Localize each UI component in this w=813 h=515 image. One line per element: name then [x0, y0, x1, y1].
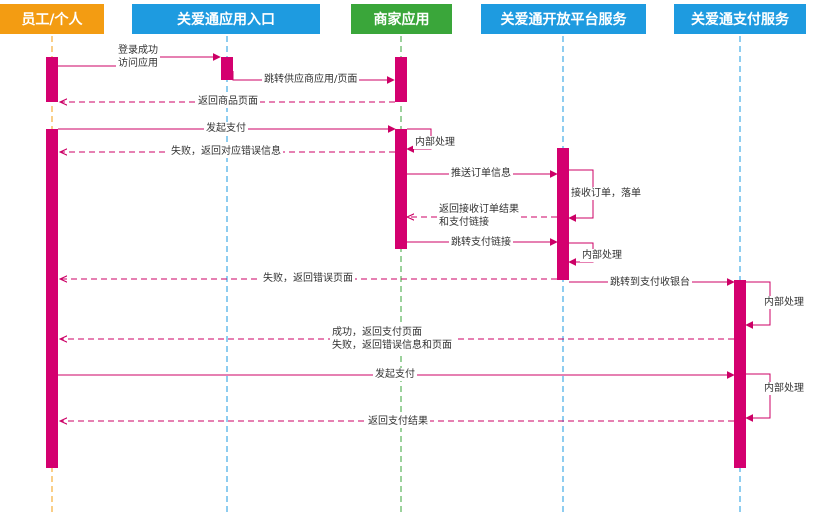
- message-label-redirect-supplier: 跳转供应商应用/页面: [262, 73, 360, 86]
- message-label-success-return-pay-page: 成功，返回支付页面 失败，返回错误信息和页面: [330, 326, 454, 352]
- participant-open-platform-header: 关爱通开放平台服务: [481, 4, 646, 34]
- participant-app-entry-header: 关爱通应用入口: [132, 4, 320, 34]
- message-label-internal-processing-platform: 内部处理: [580, 249, 624, 262]
- message-label-initiate-payment-2: 发起支付: [373, 368, 417, 381]
- message-label-internal-processing-pay-1: 内部处理: [762, 296, 806, 309]
- self-loop-internal-processing-pay-2: [745, 373, 771, 422]
- message-label-fail-return-error-page: 失败，返回错误页面: [261, 272, 355, 285]
- message-label-push-order: 推送订单信息: [449, 167, 513, 180]
- activation-bar-p1-4: [46, 129, 58, 468]
- message-label-return-order-result: 返回接收订单结果 和支付链接: [437, 203, 521, 229]
- message-label-return-pay-result: 返回支付结果: [366, 415, 430, 428]
- participant-merchant-app-header: 商家应用: [351, 4, 452, 34]
- message-label-internal-processing-pay-2: 内部处理: [762, 382, 806, 395]
- activation-bar-p1-1: [46, 57, 58, 102]
- activation-bar-p4-6: [557, 148, 569, 280]
- activation-bar-p3-3: [395, 57, 407, 102]
- participant-employee-header: 员工/个人: [0, 4, 104, 34]
- participant-payment-service-header: 关爱通支付服务: [674, 4, 806, 34]
- message-label-login: 登录成功 访问应用: [116, 44, 160, 70]
- activation-bar-p3-5: [395, 129, 407, 249]
- message-label-fail-return-error: 失败，返回对应错误信息: [169, 145, 283, 158]
- message-label-redirect-cashier: 跳转到支付收银台: [608, 276, 692, 289]
- message-label-return-product: 返回商品页面: [196, 95, 260, 108]
- activation-bar-p2-2: [221, 57, 233, 80]
- message-label-receive-order: 接收订单，落单: [569, 187, 643, 200]
- activation-bar-p5-7: [734, 280, 746, 468]
- message-label-redirect-payment-link: 跳转支付链接: [449, 236, 513, 249]
- message-label-initiate-payment: 发起支付: [204, 122, 248, 135]
- message-label-internal-processing-merchant: 内部处理: [413, 136, 457, 149]
